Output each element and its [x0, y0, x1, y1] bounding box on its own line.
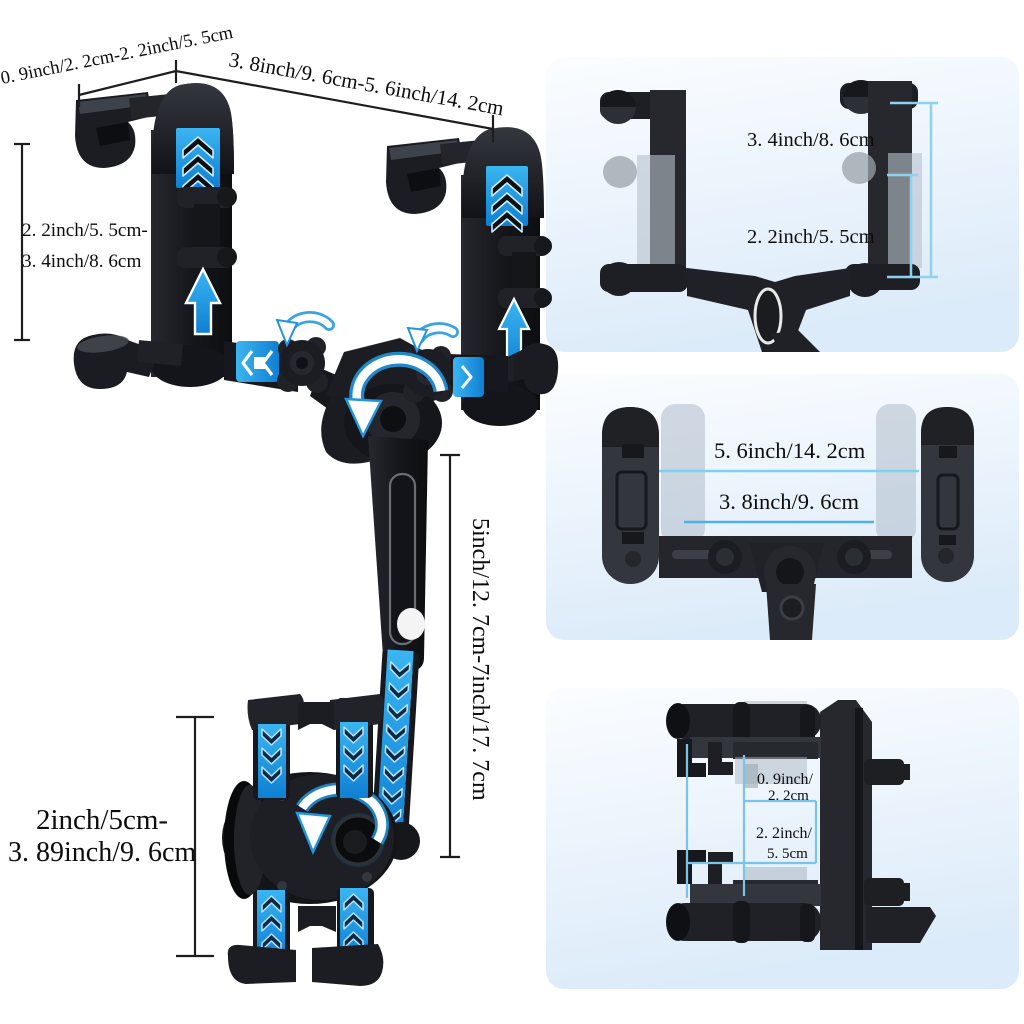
svg-text:2. 2inch/: 2. 2inch/: [756, 825, 813, 842]
svg-text:5. 5cm: 5. 5cm: [767, 846, 808, 862]
svg-text:3. 4inch/8. 6cm: 3. 4inch/8. 6cm: [747, 129, 875, 151]
svg-text:5inch/12. 7cm-7inch/17. 7cm: 5inch/12. 7cm-7inch/17. 7cm: [467, 518, 493, 801]
svg-text:2. 2cm: 2. 2cm: [768, 788, 809, 804]
svg-text:2inch/5cm-: 2inch/5cm-: [36, 804, 168, 836]
svg-text:0. 9inch/: 0. 9inch/: [757, 771, 814, 788]
svg-text:3. 4inch/8. 6cm: 3. 4inch/8. 6cm: [22, 251, 141, 272]
svg-text:2. 2inch/5. 5cm-: 2. 2inch/5. 5cm-: [22, 220, 148, 241]
svg-text:3. 89inch/9. 6cm: 3. 89inch/9. 6cm: [8, 837, 196, 868]
svg-text:3. 8inch/9. 6cm: 3. 8inch/9. 6cm: [719, 489, 859, 514]
svg-text:2. 2inch/5. 5cm: 2. 2inch/5. 5cm: [747, 226, 875, 248]
svg-text:5. 6inch/14. 2cm: 5. 6inch/14. 2cm: [714, 438, 866, 463]
